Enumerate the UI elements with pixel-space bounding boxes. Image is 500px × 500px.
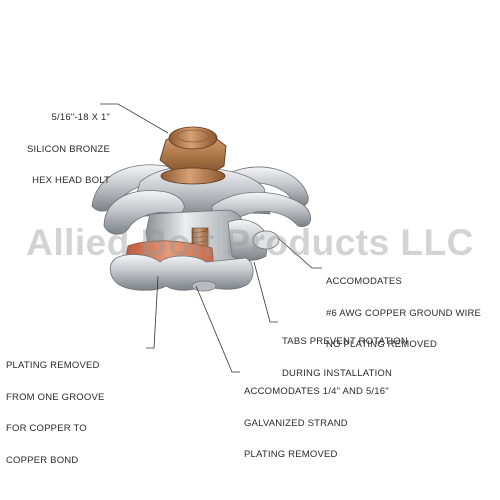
callout-line: PLATING REMOVED [244, 449, 338, 460]
callout-tabs: TABS PREVENT ROTATION DURING INSTALLATIO… [282, 316, 408, 390]
callout-line: FROM ONE GROOVE [6, 391, 105, 403]
callout-line: TABS PREVENT ROTATION [282, 336, 408, 347]
ground-wire-groove [252, 230, 280, 250]
watermark: Allied Bolt Products LLC [26, 222, 474, 263]
callout-line: PLATING REMOVED [6, 360, 100, 371]
callout-line: 5/16"-18 X 1" [51, 112, 110, 123]
callout-line: FOR COPPER TO [6, 423, 87, 434]
callout-line: ACCOMODATES [326, 276, 402, 287]
bolt-head-top [168, 126, 218, 150]
nut-bottom [191, 280, 217, 292]
clamp-base [109, 254, 254, 291]
bolt-washer [160, 167, 226, 185]
leader-plating [146, 275, 159, 349]
callout-line: NO PLATING REMOVED [326, 339, 438, 350]
callout-line: #6 AWG COPPER GROUND WIRE [326, 307, 482, 319]
leader-tabs [253, 261, 278, 323]
leader-ground-wire [277, 237, 322, 269]
leader-bolt [100, 103, 169, 134]
callout-line: ACCOMODATES 1/4" AND 5/16" [244, 386, 389, 397]
leader-strand [195, 285, 240, 373]
callout-ground-wire: ACCOMODATES #6 AWG COPPER GROUND WIRE NO… [326, 256, 481, 361]
callout-strand: ACCOMODATES 1/4" AND 5/16" GALVANIZED ST… [244, 366, 389, 471]
callout-plating: PLATING REMOVED FROM ONE GROOVE FOR COPP… [6, 340, 142, 477]
callout-line: SILICON BRONZE [26, 143, 110, 155]
callout-line: GALVANIZED STRAND [244, 417, 348, 429]
callout-line: HEX HEAD BOLT [32, 175, 110, 186]
callout-line: DURING INSTALLATION [282, 367, 393, 379]
callout-line: COPPER BOND [6, 454, 79, 466]
callout-bolt: 5/16"-18 X 1" SILICON BRONZE HEX HEAD BO… [4, 92, 110, 197]
